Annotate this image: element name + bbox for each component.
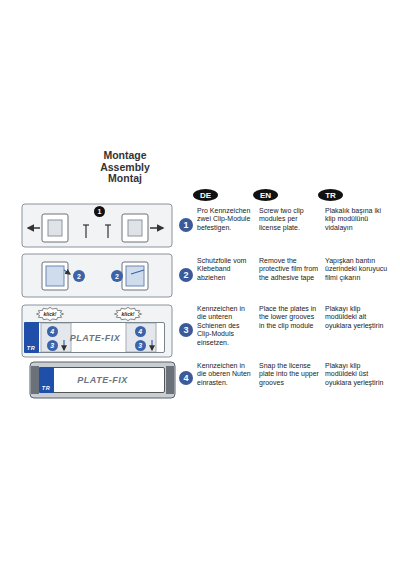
instruction-text: Pro Kennzeichen zwei Clip-Module befesti… xyxy=(197,207,255,232)
callout-number-text: 4 xyxy=(50,328,54,335)
klick-burst: klick! xyxy=(114,307,142,321)
callout-number-text: 3 xyxy=(50,342,54,349)
license-plate: PLATE-FIX TR 4 4 3 3 xyxy=(25,322,165,353)
step-number-text: 4 xyxy=(183,373,188,383)
diagram-title: Montage Assembly Montaj xyxy=(70,150,180,185)
instruction-text: Plakayı klip modüldeki üst oyuklara yerl… xyxy=(325,362,393,387)
instruction-text: Schutzfolie vom Klebeband abziehen xyxy=(197,257,255,282)
step-number-text: 1 xyxy=(183,220,188,230)
step-number: 4 xyxy=(179,371,193,385)
country-band: TR xyxy=(24,322,39,353)
callout-number: 3 xyxy=(135,340,146,351)
instruction-text: Yapışkan bantın üzerindeki koruyucu film… xyxy=(325,257,393,282)
callout-number: 2 xyxy=(73,270,85,282)
step-number: 3 xyxy=(179,323,193,337)
language-badge: EN xyxy=(253,189,278,201)
language-badge: TR xyxy=(318,189,343,201)
instruction-text: Plakayı klip modüldeki alt oyuklara yerl… xyxy=(325,305,393,330)
burst-shape xyxy=(115,307,142,320)
callout-number: 1 xyxy=(94,206,105,217)
license-plate-text: PLATE-FIX xyxy=(70,333,120,343)
language-badge-text: EN xyxy=(260,191,271,200)
instruction-text: Screw two clip modules per license plate… xyxy=(259,207,320,232)
step-number: 2 xyxy=(179,268,193,282)
language-badge-text: TR xyxy=(325,191,336,200)
license-plate: PLATE-FIX TR xyxy=(40,367,165,393)
country-band: TR xyxy=(39,367,54,393)
instruction-text: Remove the protective film from the adhe… xyxy=(259,257,320,282)
country-band-text: TR xyxy=(27,345,35,351)
callout-number: 2 xyxy=(111,270,123,282)
burst-shape xyxy=(37,307,64,320)
instruction-text: Snap the license plate into the upper gr… xyxy=(259,362,320,387)
klick-burst-text: klick! xyxy=(44,311,57,317)
callout-number-text: 3 xyxy=(138,342,142,349)
step-number: 1 xyxy=(179,218,193,232)
instruction-text: Place the plates in the lower grooves in… xyxy=(259,305,320,330)
license-plate-text: PLATE-FIX xyxy=(77,375,127,385)
language-badge-text: DE xyxy=(200,191,211,200)
instruction-text: Kennzeichen in die unteren Schienen des … xyxy=(197,305,255,347)
instruction-text: Plakalık başına iki klip modülünü vidala… xyxy=(325,207,393,232)
callout-number: 3 xyxy=(47,340,58,351)
step-number-text: 3 xyxy=(183,325,188,335)
callout-number-text: 2 xyxy=(77,273,81,280)
klick-burst-text: klick! xyxy=(122,311,135,317)
callout-number-text: 2 xyxy=(115,273,119,280)
country-band-text: TR xyxy=(42,385,50,391)
step-number-text: 2 xyxy=(183,270,188,280)
language-badge: DE xyxy=(193,189,218,201)
klick-burst: klick! xyxy=(36,307,64,321)
callout-number: 4 xyxy=(47,326,58,337)
instruction-text: Kennzeichen in die oberen Nuten einraste… xyxy=(197,362,255,387)
callout-number-text: 4 xyxy=(138,328,142,335)
callout-number-text: 1 xyxy=(98,208,102,215)
callout-number: 4 xyxy=(135,326,146,337)
